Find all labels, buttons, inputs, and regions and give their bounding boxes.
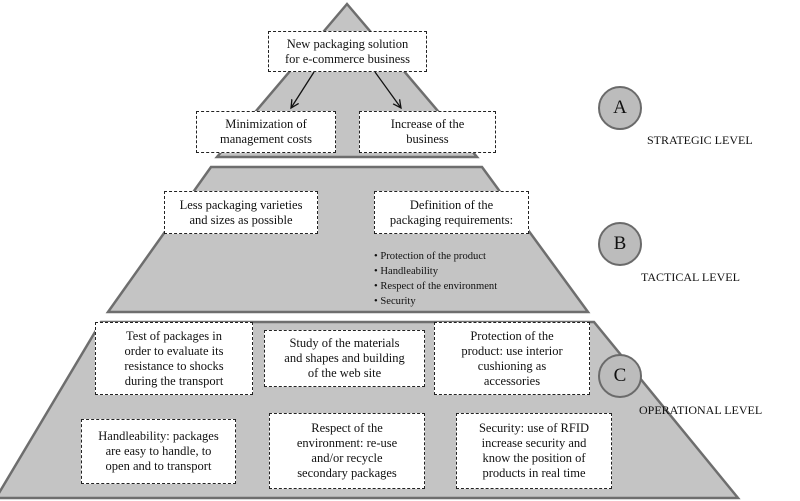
- operation-box-respect-environment: Respect of the environment: re-use and/o…: [269, 413, 425, 489]
- operation-box-handleability: Handleability: packages are easy to hand…: [81, 419, 236, 484]
- level-b-marker: B: [598, 222, 642, 266]
- tactical-tier: [105, 165, 591, 314]
- operation-box-protection: Protection of the product: use interior …: [434, 322, 590, 395]
- operation-box-study-materials: Study of the materials and shapes and bu…: [264, 330, 425, 387]
- strategic-level-label: STRATEGIC LEVEL: [647, 133, 753, 147]
- tactical-level-label: TACTICAL LEVEL: [641, 270, 740, 284]
- arrow-to-minimization: [291, 71, 315, 108]
- requirements-list: Protection of the product Handleability …: [374, 249, 497, 309]
- requirement-item: Protection of the product: [374, 249, 497, 264]
- arrow-to-increase: [374, 71, 401, 108]
- requirement-item: Handleability: [374, 264, 497, 279]
- goal-box-minimization: Minimization of management costs: [196, 111, 336, 153]
- operation-box-security: Security: use of RFID increase security …: [456, 413, 612, 489]
- goal-box-increase: Increase of the business: [359, 111, 496, 153]
- goal-box-new-packaging: New packaging solution for e-commerce bu…: [268, 31, 427, 72]
- tactic-box-requirements: Definition of the packaging requirements…: [374, 191, 529, 234]
- level-a-marker: A: [598, 86, 642, 130]
- operational-level-label: OPERATIONAL LEVEL: [639, 403, 763, 417]
- tactic-box-less-varieties: Less packaging varieties and sizes as po…: [164, 191, 318, 234]
- level-c-marker: C: [598, 354, 642, 398]
- operation-box-test-packages: Test of packages in order to evaluate it…: [95, 322, 253, 395]
- requirement-item: Security: [374, 294, 497, 309]
- requirement-item: Respect of the environment: [374, 279, 497, 294]
